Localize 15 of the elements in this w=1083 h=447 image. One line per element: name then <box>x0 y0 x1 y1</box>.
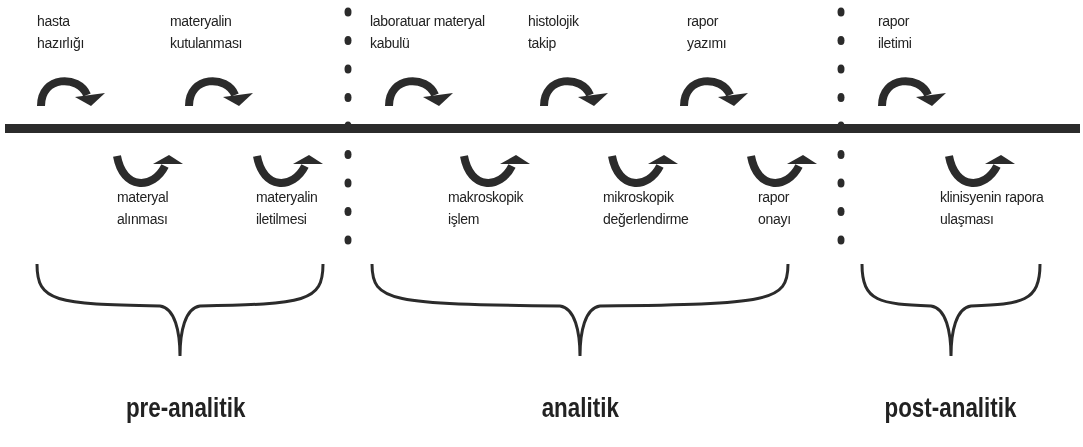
step-label: makroskopik işlem <box>448 188 525 229</box>
step-label: histolojik takip <box>528 12 580 53</box>
step-label: rapor onayı <box>758 188 792 229</box>
step-label: rapor yazımı <box>687 12 728 53</box>
step-label: materyalin kutulanması <box>170 12 244 53</box>
step-label: materyalin iletilmesi <box>256 188 319 229</box>
phase-label: analitik <box>541 392 619 424</box>
step-label: mikroskopik değerlendirme <box>603 188 690 229</box>
step-label: hasta hazırlığı <box>37 12 86 53</box>
step-label: klinisyenin rapora ulaşması <box>940 188 1045 229</box>
step-label: materyal alınması <box>117 188 170 229</box>
phase-label: pre-analitik <box>125 392 245 424</box>
step-label: rapor iletimi <box>878 12 913 53</box>
step-label: laboratuar materyal kabulü <box>370 12 486 53</box>
phase-label: post-analitik <box>884 392 1016 424</box>
